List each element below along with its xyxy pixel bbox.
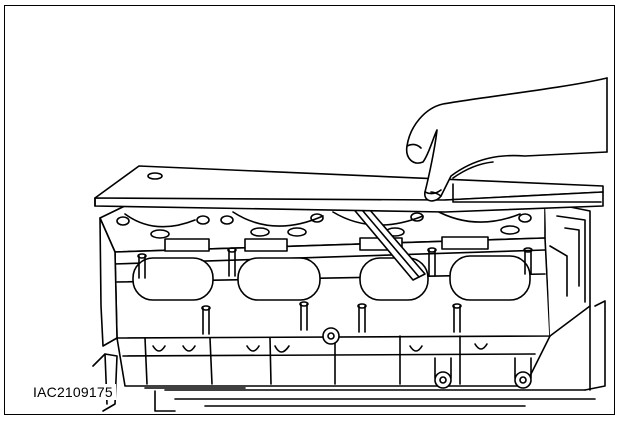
deck-ports [116,209,532,301]
studs [137,247,533,335]
hand [405,77,608,202]
cylinder-head-flatness-check-illustration [92,77,608,412]
mounting-bracket-left [92,353,246,412]
straight-edge [94,165,604,213]
figure-reference-code: IAC2109175 [32,384,116,400]
cylinder-head-right-housing [544,201,606,391]
illustration-frame: IAC2109175 [4,5,615,415]
bolt-bosses [322,327,532,389]
cylinder-head-body [99,201,596,407]
